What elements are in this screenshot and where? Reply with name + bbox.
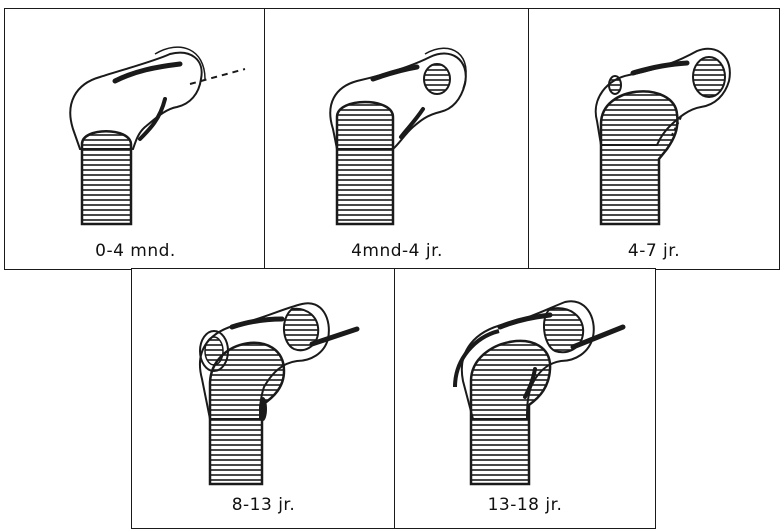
panel-4m-4y: 4mnd-4 jr. xyxy=(264,8,530,270)
panel-13-18-years: 13-18 jr. xyxy=(394,268,656,529)
panel-0-4-months: 0-4 mnd. xyxy=(4,8,267,270)
panel-4-7-years: 4-7 jr. xyxy=(528,8,780,270)
femur-drawing-8-13-years xyxy=(132,269,397,530)
panel-caption: 4-7 jr. xyxy=(529,241,779,261)
panel-8-13-years: 8-13 jr. xyxy=(131,268,396,529)
femur-drawing-13-18-years xyxy=(395,269,657,530)
femur-drawing-0-4-months xyxy=(5,9,268,271)
panel-caption: 8-13 jr. xyxy=(132,495,395,515)
panel-caption: 4mnd-4 jr. xyxy=(265,241,529,261)
shaft-ossification xyxy=(82,131,131,224)
femur-drawing-4m-4y xyxy=(265,9,531,271)
panel-caption: 13-18 jr. xyxy=(395,495,655,515)
femur-drawing-4-7-years xyxy=(529,9,780,271)
panel-caption: 0-4 mnd. xyxy=(5,241,266,261)
